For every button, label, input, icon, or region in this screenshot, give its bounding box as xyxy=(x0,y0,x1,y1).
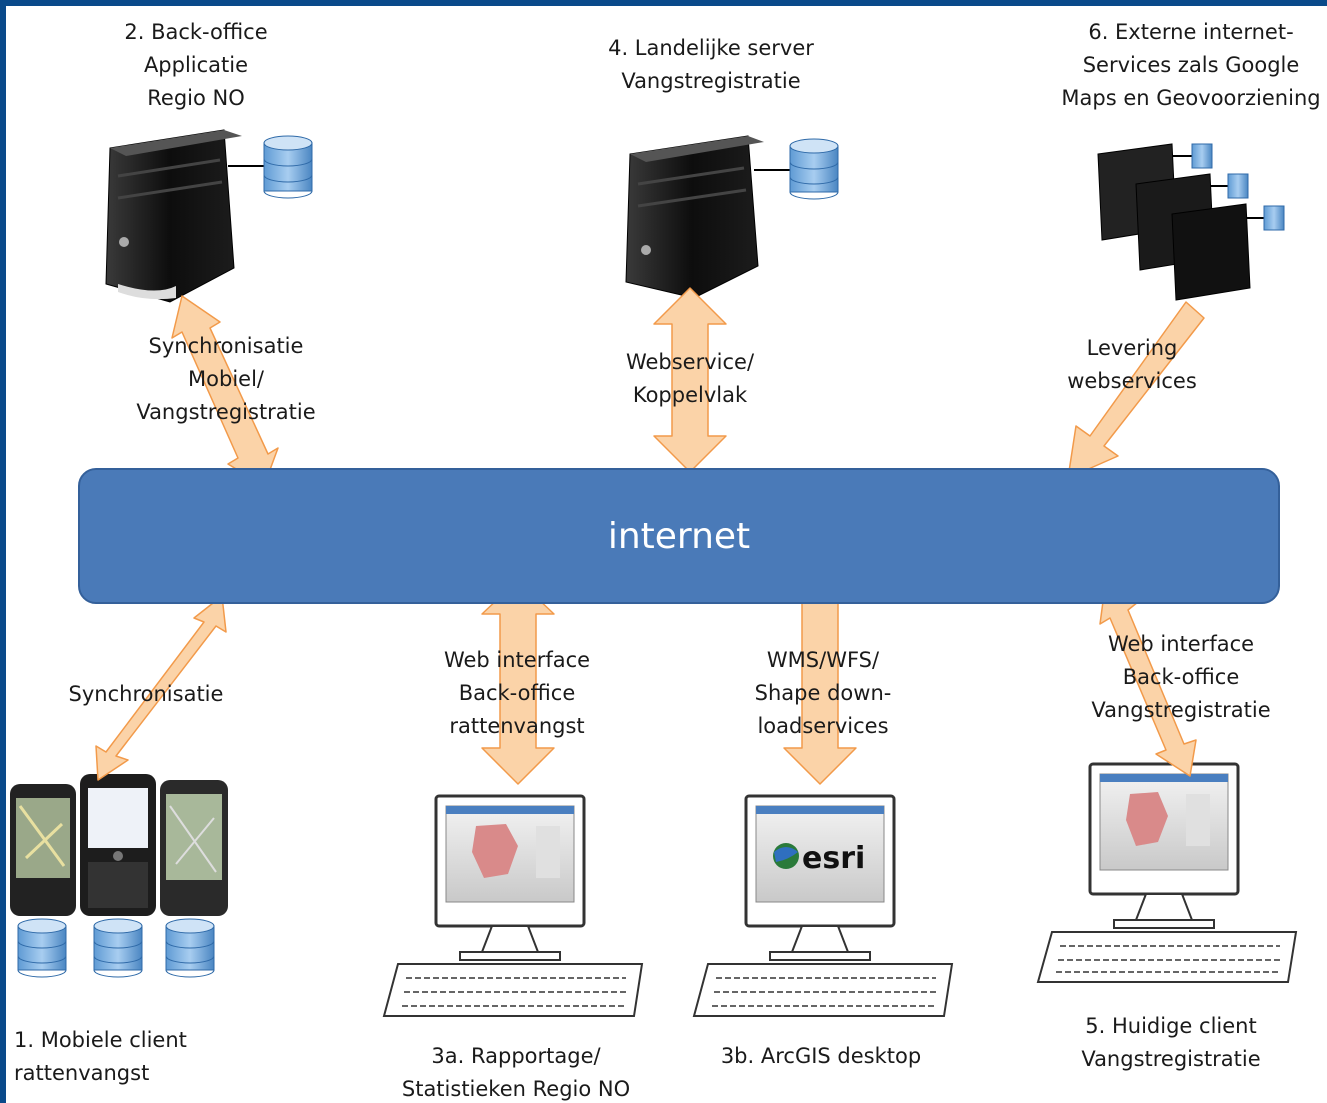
wms-label: WMS/WFS/ Shape down- loadservices xyxy=(754,648,892,738)
database-icon xyxy=(17,918,67,978)
desktop-computer-icon xyxy=(692,794,954,1017)
wms-arrow xyxy=(783,581,857,785)
database-icon xyxy=(789,138,839,200)
server-landelijk-icon xyxy=(625,135,790,299)
database-icon xyxy=(165,918,215,978)
node-5-label: 5. Huidige client Vangstregistratie xyxy=(1081,1014,1261,1071)
web-vangst-arrow xyxy=(1099,593,1197,777)
mobile-phones-icon xyxy=(10,774,228,916)
internet-bar: internet xyxy=(78,468,1280,604)
node-2-label: 2. Back-office Applicatie Regio NO xyxy=(124,20,268,110)
sync-label: Synchronisatie xyxy=(68,682,224,706)
desktop-computer-icon xyxy=(1036,762,1298,983)
web-backoffice-arrow xyxy=(481,579,555,785)
sync-arrow xyxy=(95,595,227,781)
levering-label: Levering webservices xyxy=(1067,336,1197,393)
internet-label: internet xyxy=(607,515,751,557)
node-3b-label: 3b. ArcGIS desktop xyxy=(720,1044,922,1068)
database-icon xyxy=(263,135,313,199)
diagram-panel: esri internet xyxy=(6,6,1327,1103)
esri-logo: esri xyxy=(773,841,865,876)
sync-mobiel-label: Synchronisatie Mobiel/ Vangstregistratie xyxy=(136,334,316,424)
node-6-label: 6. Externe internet- Services zals Googl… xyxy=(1061,20,1321,110)
webservice-label: Webservice/ Koppelvlak xyxy=(625,350,755,407)
esri-logo-text: esri xyxy=(802,841,865,876)
server-backoffice-icon xyxy=(105,129,264,303)
node-4-label: 4. Landelijke server Vangstregistratie xyxy=(608,36,814,93)
database-icon xyxy=(93,918,143,978)
web-backoffice-label: Web interface Back-office rattenvangst xyxy=(443,648,591,738)
web-vangst-label: Web interface Back-office Vangstregistra… xyxy=(1091,632,1271,722)
node-3a-label: 3a. Rapportage/ Statistieken Regio NO xyxy=(401,1044,631,1101)
diagram-graphics: esri xyxy=(10,129,1298,1017)
server-cluster-icon xyxy=(1097,143,1285,301)
desktop-computer-icon xyxy=(382,794,644,1017)
node-1-label: 1. Mobiele client rattenvangst xyxy=(14,1028,187,1085)
levering-arrow xyxy=(1067,301,1205,479)
